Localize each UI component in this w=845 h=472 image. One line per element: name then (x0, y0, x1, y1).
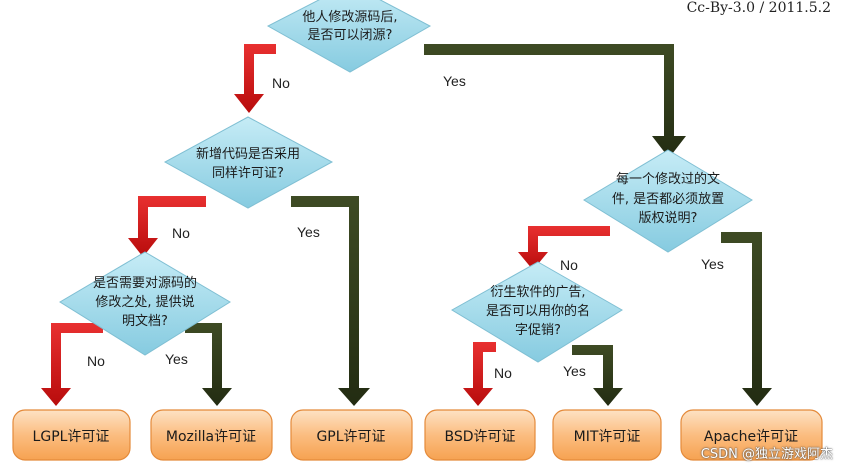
decision-q5: 衍生软件的广告, 是否可以用你的名 字促销? (451, 261, 623, 363)
q2-no-label: No (172, 225, 190, 241)
license-lgpl: LGPL许可证 (12, 409, 131, 461)
q3-no-label: No (87, 353, 105, 369)
q5-no-arrow (463, 342, 496, 406)
license-apache: Apache许可证 (680, 409, 823, 461)
lgpl-label: LGPL许可证 (33, 429, 110, 445)
q2-yes-label: Yes (297, 224, 320, 240)
q1-no-arrow (234, 44, 276, 113)
q5-line2: 是否可以用你的名 (486, 303, 590, 319)
decision-q4: 每一个修改过的文 件, 是否都必须放置 版权说明? (583, 149, 753, 253)
decision-q1: 他人修改源码后, 是否可以闭源? (266, 0, 432, 73)
q5-yes-arrow (572, 345, 623, 406)
q3-no-arrow (41, 323, 103, 406)
license-bsd: BSD许可证 (424, 409, 536, 461)
q2-line1: 新增代码是否采用 (196, 146, 300, 162)
q1-line1: 他人修改源码后, (302, 10, 397, 25)
q1-yes-label: Yes (443, 73, 466, 89)
q1-no-label: No (272, 75, 290, 91)
mozilla-label: Mozilla许可证 (166, 429, 256, 445)
decision-q3: 是否需要对源码的 修改之处, 提供说 明文档? (59, 251, 231, 356)
q5-line3: 字促销? (515, 323, 561, 338)
q5-yes-label: Yes (563, 363, 586, 379)
q4-no-arrow (518, 226, 610, 270)
mit-label: MIT许可证 (574, 429, 641, 445)
q3-line1: 是否需要对源码的 (93, 275, 197, 291)
gpl-label: GPL许可证 (316, 429, 385, 445)
q4-yes-arrow (721, 232, 772, 406)
q5-no-label: No (494, 365, 512, 381)
q4-line3: 版权说明? (639, 210, 698, 226)
license-credit: Cc-By-3.0 / 2011.5.2 (686, 0, 831, 16)
csdn-watermark: CSDN @独立游戏阿杰 (700, 447, 833, 462)
q3-line3: 明文档? (122, 314, 168, 329)
q3-yes-arrow (185, 323, 232, 406)
q2-yes-arrow (291, 196, 370, 406)
q4-line2: 件, 是否都必须放置 (612, 192, 724, 207)
license-mit: MIT许可证 (552, 409, 662, 461)
license-mozilla: Mozilla许可证 (150, 409, 273, 461)
q2-no-arrow (128, 196, 206, 257)
q1-line2: 是否可以闭源? (308, 28, 393, 43)
license-gpl: GPL许可证 (290, 409, 413, 461)
q1-yes-arrow (424, 44, 686, 158)
q4-no-label: No (560, 257, 578, 273)
q5-line1: 衍生软件的广告, (490, 284, 585, 300)
q3-line2: 修改之处, 提供说 (95, 294, 194, 310)
q4-yes-label: Yes (701, 256, 724, 272)
decision-q2: 新增代码是否采用 同样许可证? (163, 116, 334, 209)
q2-line2: 同样许可证? (212, 166, 284, 181)
bsd-label: BSD许可证 (444, 429, 515, 445)
apache-label: Apache许可证 (704, 429, 798, 445)
q4-line1: 每一个修改过的文 (616, 171, 720, 187)
q3-yes-label: Yes (165, 351, 188, 367)
